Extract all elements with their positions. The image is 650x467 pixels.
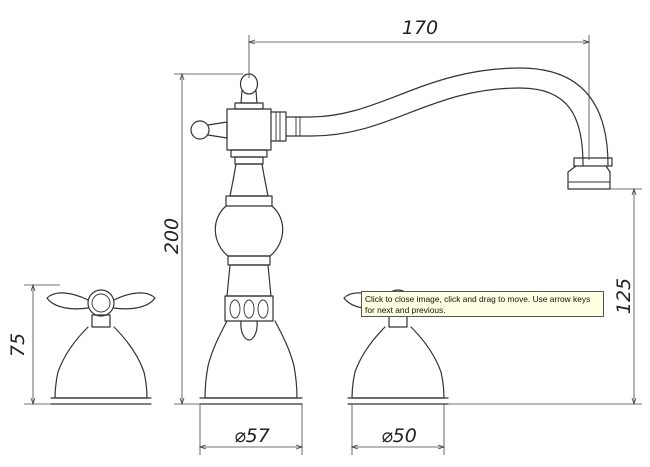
dimension-75: 75 bbox=[7, 283, 60, 406]
dimension-label-diameter-57: ⌀57 bbox=[234, 425, 270, 447]
dimension-diameter-57: ⌀57 bbox=[198, 404, 304, 455]
image-viewer-tooltip[interactable]: Click to close image, click and drag to … bbox=[361, 291, 604, 317]
spout bbox=[285, 67, 613, 190]
dimension-diameter-50: ⌀50 bbox=[350, 404, 446, 455]
dimension-200: 200 bbox=[161, 72, 243, 406]
faucet-body bbox=[190, 73, 303, 405]
dimension-170: 170 bbox=[247, 17, 591, 160]
dimension-125: 125 bbox=[448, 187, 642, 406]
dimension-label-170: 170 bbox=[402, 17, 438, 39]
dimension-label-125: 125 bbox=[613, 278, 635, 314]
dimension-label-diameter-50: ⌀50 bbox=[381, 425, 417, 447]
dimension-label-75: 75 bbox=[7, 333, 29, 357]
left-cross-handle bbox=[46, 289, 156, 405]
dimension-label-200: 200 bbox=[161, 218, 183, 254]
tooltip-text: Click to close image, click and drag to … bbox=[365, 294, 591, 315]
